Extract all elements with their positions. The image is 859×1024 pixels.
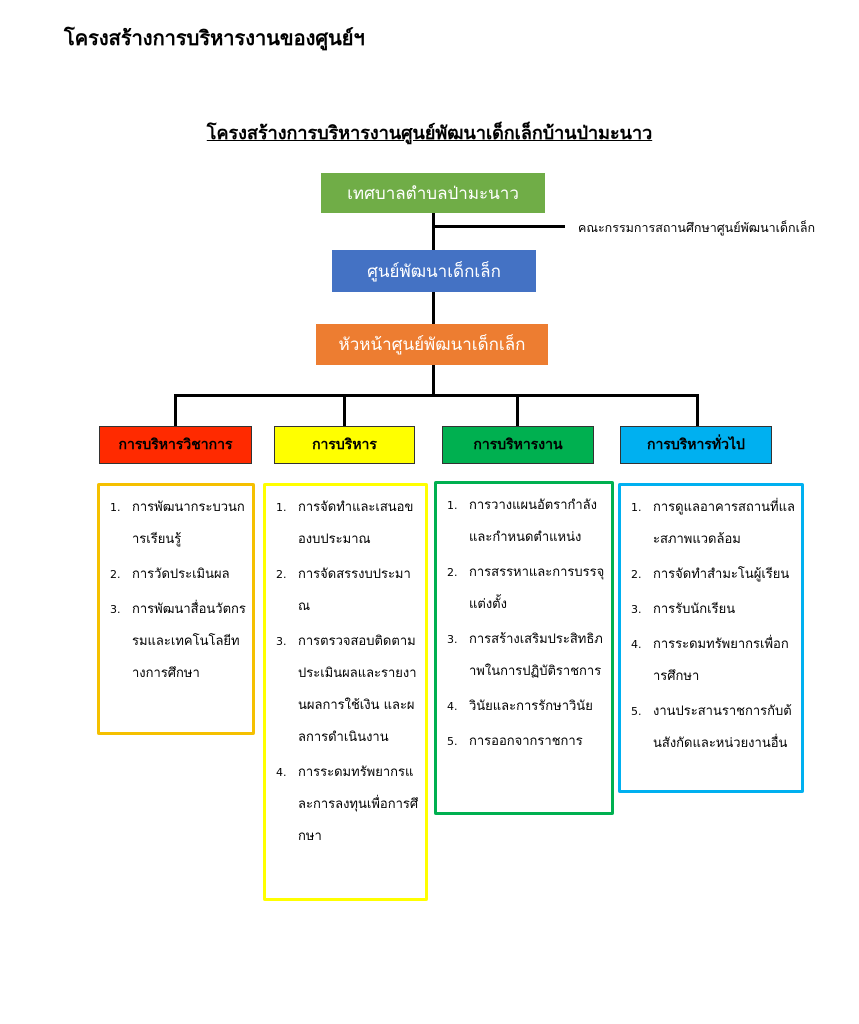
dept-general-list: 1. การดูแลอาคารสถานที่และสภาพแวดล้อม 2. กา… <box>618 483 804 793</box>
dept-academic-list: 1. การพัฒนากระบวนการเรียนรู้ 2. การวัดประเ… <box>97 483 255 735</box>
connector-dept-1 <box>174 394 177 426</box>
item-number: 1. <box>447 499 458 512</box>
item-number: 4. <box>447 700 458 713</box>
list-item: 1. การจัดทำและเสนอของบประมาณ <box>276 492 419 556</box>
connector-dept-2 <box>343 394 346 426</box>
item-text: การระดมทรัพยากรและการลงทุนเพื่อการศึกษา <box>298 765 419 844</box>
municipality-box: เทศบาลตำบลป่ามะนาว <box>321 173 545 213</box>
list-item: 2. การจัดสรรงบประมาณ <box>276 559 419 623</box>
connector-dept-4 <box>696 394 699 426</box>
list-item: 4. วินัยและการรักษาวินัย <box>447 691 605 723</box>
item-text: การรับนักเรียน <box>653 602 736 617</box>
connector-head-bus <box>432 365 435 396</box>
item-number: 2. <box>276 568 287 581</box>
item-text: งานประสานราชการกับต้นสังกัดและหน่วยงานอื… <box>653 704 792 751</box>
connector-top-vertical <box>432 212 435 250</box>
item-number: 2. <box>110 568 121 581</box>
list-item: 2. การสรรหาและการบรรจุแต่งตั้ง <box>447 557 605 621</box>
item-number: 2. <box>631 568 642 581</box>
child-center-box: ศูนย์พัฒนาเด็กเล็ก <box>332 250 536 292</box>
item-text: การดูแลอาคารสถานที่และสภาพแวดล้อม <box>653 500 795 547</box>
dept-budget: การบริหาร <box>274 426 415 464</box>
dept-academic-label: การบริหารวิชาการ <box>118 437 233 453</box>
item-number: 1. <box>276 501 287 514</box>
dept-personnel-label: การบริหารงาน <box>473 437 563 453</box>
item-text: การตรวจสอบติดตามประเมินผลและรายงานผลการใ… <box>298 634 417 745</box>
chart-title: โครงสร้างการบริหารงานศูนย์พัฒนาเด็กเล็กบ… <box>206 123 653 144</box>
connector-dept-3 <box>516 394 519 426</box>
list-item: 2. การวัดประเมินผล <box>110 559 246 591</box>
dept-general-label: การบริหารทั่วไป <box>647 437 745 453</box>
connector-bus-horizontal <box>174 394 699 397</box>
item-text: การวัดประเมินผล <box>132 567 230 582</box>
list-item: 3. การรับนักเรียน <box>631 594 795 626</box>
item-number: 3. <box>631 603 642 616</box>
item-number: 5. <box>631 705 642 718</box>
item-number: 5. <box>447 735 458 748</box>
list-item: 1. การดูแลอาคารสถานที่และสภาพแวดล้อม <box>631 492 795 556</box>
list-item: 1. การวางแผนอัตรากำลังและกำหนดตำแหน่ง <box>447 490 605 554</box>
list-item: 2. การจัดทำสำมะโนผู้เรียน <box>631 559 795 591</box>
item-text: การสรรหาและการบรรจุแต่งตั้ง <box>469 565 605 612</box>
item-number: 3. <box>276 635 287 648</box>
dept-general: การบริหารทั่วไป <box>620 426 772 464</box>
list-item: 4. การระดมทรัพยากรเพื่อการศึกษา <box>631 629 795 693</box>
item-text: การจัดทำและเสนอของบประมาณ <box>298 500 414 547</box>
page-title: โครงสร้างการบริหารงานของศูนย์ฯ <box>64 26 365 50</box>
dept-academic: การบริหารวิชาการ <box>99 426 252 464</box>
item-text: วินัยและการรักษาวินัย <box>469 699 593 714</box>
list-item: 3. การตรวจสอบติดตามประเมินผลและรายงานผลกา… <box>276 626 419 754</box>
item-number: 1. <box>110 501 121 514</box>
dept-budget-label: การบริหาร <box>312 437 377 453</box>
center-head-box: หัวหน้าศูนย์พัฒนาเด็กเล็ก <box>316 324 548 365</box>
list-item: 3. การพัฒนาสื่อนวัตกรรมและเทคโนโลยีทางการ… <box>110 594 246 690</box>
item-number: 4. <box>631 638 642 651</box>
center-head-label: หัวหน้าศูนย์พัฒนาเด็กเล็ก <box>338 335 526 355</box>
municipality-label: เทศบาลตำบลป่ามะนาว <box>347 183 519 204</box>
item-number: 2. <box>447 566 458 579</box>
item-text: การจัดสรรงบประมาณ <box>298 567 411 614</box>
list-item: 4. การระดมทรัพยากรและการลงทุนเพื่อการศึกษ… <box>276 757 419 853</box>
list-item: 1. การพัฒนากระบวนการเรียนรู้ <box>110 492 246 556</box>
committee-label: คณะกรรมการสถานศึกษาศูนย์พัฒนาเด็กเล็ก <box>578 220 816 235</box>
item-text: การพัฒนาสื่อนวัตกรรมและเทคโนโลยีทางการศึ… <box>132 602 246 681</box>
child-center-label: ศูนย์พัฒนาเด็กเล็ก <box>367 261 501 282</box>
item-text: การจัดทำสำมะโนผู้เรียน <box>653 567 790 582</box>
connector-committee <box>432 225 565 228</box>
item-number: 3. <box>110 603 121 616</box>
connector-center-head <box>432 292 435 324</box>
list-item: 3. การสร้างเสริมประสิทธิภาพในการปฏิบัติรา… <box>447 624 605 688</box>
item-text: การสร้างเสริมประสิทธิภาพในการปฏิบัติราชก… <box>469 632 603 679</box>
item-number: 4. <box>276 766 287 779</box>
dept-personnel: การบริหารงาน <box>442 426 594 464</box>
item-text: การออกจากราชการ <box>469 734 583 749</box>
dept-personnel-list: 1. การวางแผนอัตรากำลังและกำหนดตำแหน่ง 2. ก… <box>434 481 614 815</box>
item-text: การระดมทรัพยากรเพื่อการศึกษา <box>653 637 789 684</box>
dept-budget-list: 1. การจัดทำและเสนอของบประมาณ 2. การจัดสรรง… <box>263 483 428 901</box>
item-number: 1. <box>631 501 642 514</box>
list-item: 5. งานประสานราชการกับต้นสังกัดและหน่วยงาน… <box>631 696 795 760</box>
item-number: 3. <box>447 633 458 646</box>
item-text: การวางแผนอัตรากำลังและกำหนดตำแหน่ง <box>469 498 598 545</box>
item-text: การพัฒนากระบวนการเรียนรู้ <box>132 500 245 547</box>
list-item: 5. การออกจากราชการ <box>447 726 605 758</box>
